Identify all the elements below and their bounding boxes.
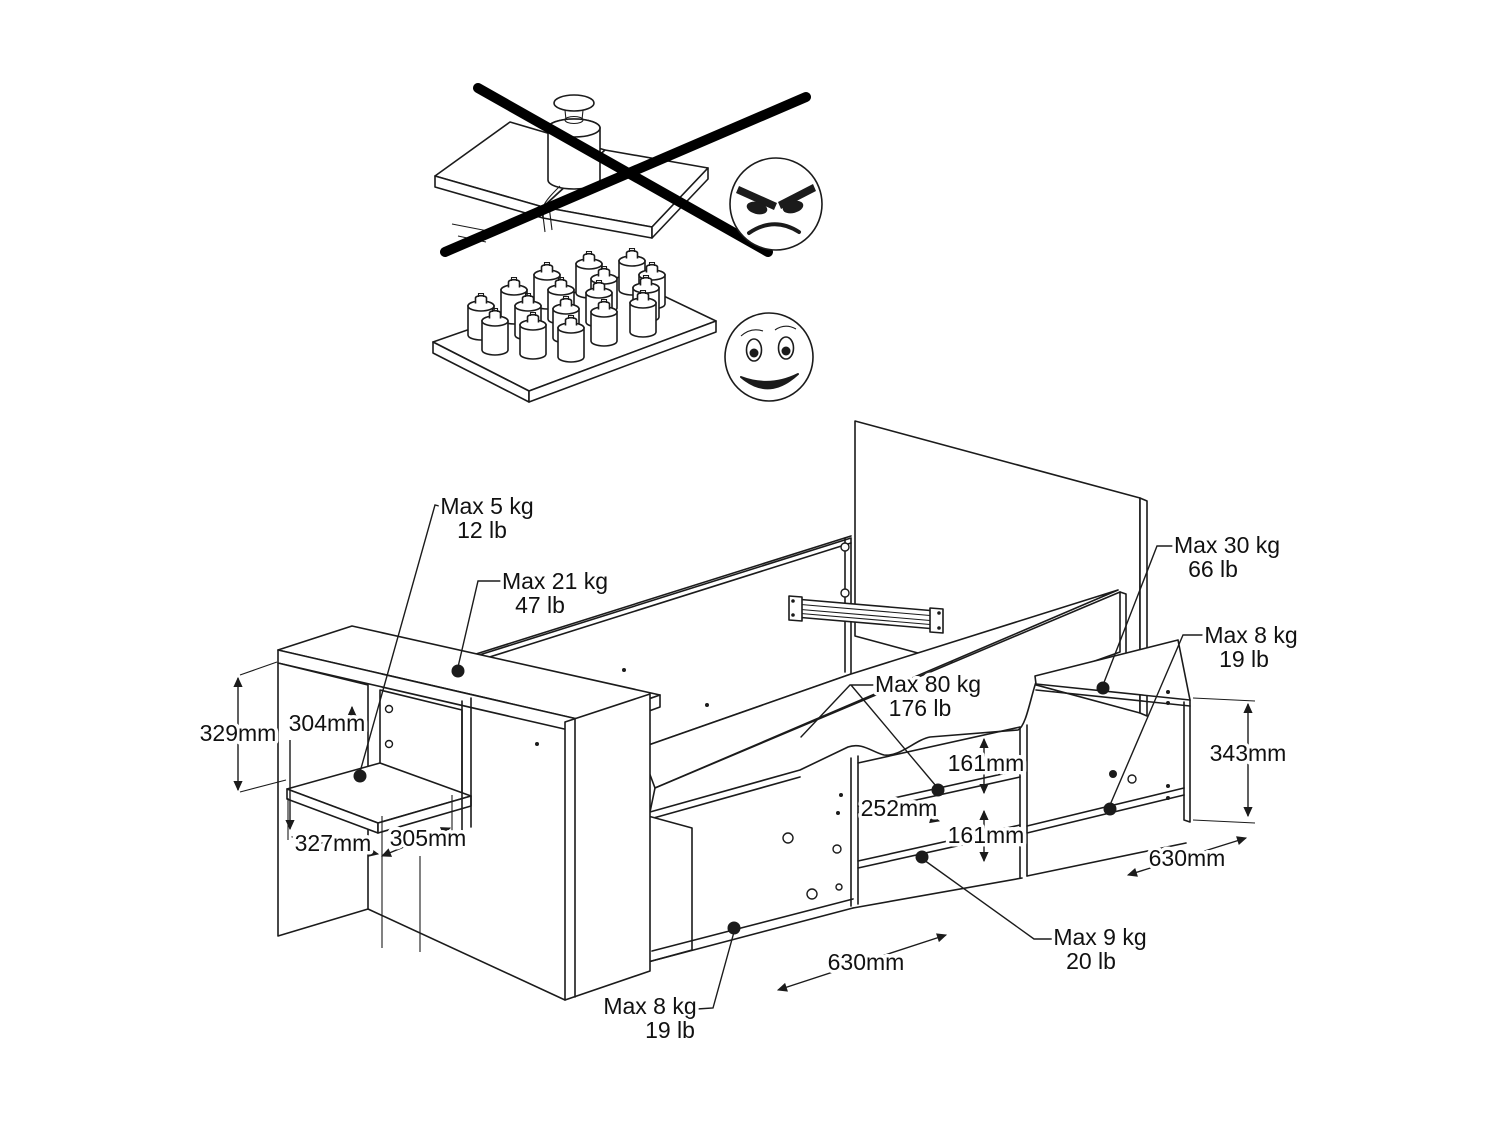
desk-unit <box>277 625 661 1001</box>
leader-line <box>800 684 937 787</box>
weight-label-lb: 176 lb <box>889 695 952 721</box>
dimension-value: 343mm <box>1210 740 1287 766</box>
dimension-head-cubby-height: 343mm <box>1206 702 1290 818</box>
allowed-load-illustration <box>432 247 814 403</box>
weight-label-head-cubby: Max 8 kg 19 lb <box>1103 619 1301 816</box>
weight-label-lb: 20 lb <box>1066 948 1116 974</box>
leader-line <box>359 504 448 773</box>
weight-label-bed-platform: Max 80 kg 176 lb <box>800 668 985 797</box>
weight-label-middle-shelf: Max 9 kg 20 lb <box>915 850 1150 978</box>
leader-line <box>696 931 735 1010</box>
angry-face-icon <box>729 157 823 251</box>
weight-label-kg: Max 8 kg <box>1204 622 1297 648</box>
weight-label-kg: Max 80 kg <box>875 671 981 697</box>
anchor-dot <box>1096 681 1110 695</box>
prohibited-load-illustration <box>434 83 823 257</box>
weight-label-lb: 66 lb <box>1188 556 1238 582</box>
anchor-dot <box>353 769 367 783</box>
dimension-desk-depth-left: 327mm <box>290 827 380 860</box>
anchor-dot <box>451 664 465 678</box>
dimension-value: 327mm <box>295 830 372 856</box>
weight-label-lb: 19 lb <box>645 1017 695 1043</box>
weight-label-kg: Max 30 kg <box>1174 532 1280 558</box>
anchor-dot <box>727 921 741 935</box>
dimension-middle-gap-upper: 161mm <box>944 737 1028 795</box>
leader-line <box>923 859 1054 940</box>
anchor-dot <box>1103 802 1117 816</box>
underbed-storage-unit <box>647 724 1187 963</box>
safety-rail-tube <box>788 595 944 634</box>
dimension-foot-cubby-width: 630mm <box>776 933 948 992</box>
dimension-middle-shelf-depth: 252mm <box>857 792 941 825</box>
weight-label-kg: Max 5 kg <box>440 493 533 519</box>
dimension-head-cubby-width: 630mm <box>1126 836 1248 877</box>
weight-label-kg: Max 8 kg <box>603 993 696 1019</box>
weight-label-kg: Max 9 kg <box>1053 924 1146 950</box>
dimension-value: 304mm <box>289 710 366 736</box>
weight-label-desk-top: Max 21 kg 47 lb <box>451 565 612 678</box>
dimension-value: 252mm <box>861 795 938 821</box>
leader-line <box>1102 545 1177 686</box>
anchor-dot <box>915 850 929 864</box>
dimension-middle-gap-lower: 161mm <box>944 809 1028 863</box>
head-end-storage-unit <box>1026 639 1191 834</box>
weight-label-lb: 47 lb <box>515 592 565 618</box>
dimension-value: 630mm <box>828 949 905 975</box>
weight-label-lb: 12 lb <box>457 517 507 543</box>
dimension-desk-side-height: 329mm <box>196 676 280 792</box>
bed-platform <box>639 589 1127 820</box>
dimension-value: 329mm <box>200 720 277 746</box>
dimension-value: 630mm <box>1149 845 1226 871</box>
weight-label-kg: Max 21 kg <box>502 568 608 594</box>
weight-label-foot-cubby: Max 8 kg 19 lb <box>600 921 741 1047</box>
dimension-value: 305mm <box>390 825 467 851</box>
leader-line <box>457 580 505 668</box>
furniture-drawing <box>239 420 1256 1001</box>
dimension-desk-depth-right: 305mm <box>380 822 470 857</box>
leader-line <box>1109 634 1203 806</box>
dimension-value: 161mm <box>948 750 1025 776</box>
dimension-desk-cubby-height: 304mm <box>285 705 369 831</box>
weight-label-head-shelf: Max 30 kg 66 lb <box>1096 529 1284 695</box>
weight-label-desk-shelf: Max 5 kg 12 lb <box>353 490 537 783</box>
prohibition-cross-icon <box>440 83 811 257</box>
dimension-value: 161mm <box>948 822 1025 848</box>
anchor-dot <box>931 783 945 797</box>
weight-label-lb: 19 lb <box>1219 646 1269 672</box>
smiley-face-icon <box>724 312 814 402</box>
dimension-extension-lines <box>239 661 1256 952</box>
